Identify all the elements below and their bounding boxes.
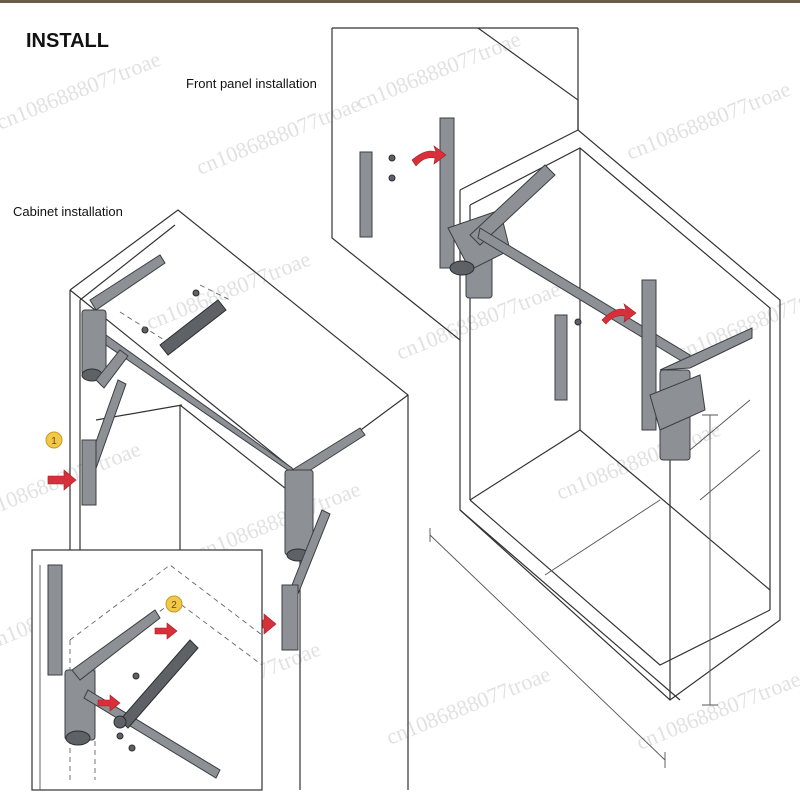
- watermark-text: cn1086888077troae: [553, 416, 724, 505]
- page-title: INSTALL: [26, 30, 109, 52]
- screw-icon: [574, 318, 582, 326]
- panel-outline: [331, 27, 579, 341]
- gas-strut: [469, 164, 556, 246]
- step-badge-label: 1: [51, 436, 57, 447]
- screw-icon: [388, 154, 396, 162]
- screw-icon: [128, 744, 136, 752]
- detail-inset: 2: [31, 549, 263, 791]
- cabinet-label: Cabinet installation: [13, 204, 123, 219]
- hinge-bracket: [71, 609, 161, 681]
- hinge-plate: [439, 117, 455, 269]
- watermark-text: cn1086888077troae: [633, 666, 800, 755]
- strut-end: [113, 715, 127, 729]
- mounting-bracket: [554, 314, 568, 401]
- mounting-bracket: [359, 151, 373, 238]
- screw-icon: [388, 174, 396, 182]
- direction-arrow-icon: [411, 145, 447, 167]
- watermark-text: cn1086888077troae: [0, 46, 164, 135]
- watermark-text: cn1086888077troae: [193, 91, 364, 180]
- front-panel-label: Front panel installation: [186, 76, 317, 91]
- watermark-text: cn1086888077troae: [143, 246, 314, 335]
- mounting-plate: [281, 584, 299, 651]
- cabinet-drawing: 1: [45, 209, 409, 790]
- watermark-text: cn1086888077troae: [673, 276, 800, 365]
- mounting-plate: [81, 439, 97, 506]
- hinge-bracket: [89, 254, 166, 311]
- watermark-text: cn1086888077troae: [623, 76, 794, 165]
- direction-arrow-icon: [97, 694, 121, 712]
- direction-arrow-icon: [154, 622, 178, 640]
- lift-arm: [95, 349, 129, 389]
- screw-icon: [132, 672, 140, 680]
- dimension-line: [429, 534, 666, 761]
- top-border: [0, 0, 800, 3]
- gas-strut: [159, 299, 227, 356]
- step-badge: [165, 595, 183, 613]
- hinge-plate: [641, 279, 657, 431]
- hinge-bracket: [659, 327, 753, 371]
- direction-arrow-icon: [47, 469, 77, 491]
- mounting-plate: [47, 564, 63, 676]
- screw-icon: [116, 732, 124, 740]
- step-badge-label: 2: [171, 600, 177, 611]
- step-badge: [45, 431, 63, 449]
- watermark-text: cn1086888077troae: [353, 26, 524, 115]
- hinge-body: [81, 309, 107, 376]
- screw-icon: [192, 289, 200, 297]
- direction-arrow-icon: [601, 303, 637, 325]
- support-bar: [83, 689, 221, 779]
- front-panel-drawing: [331, 27, 781, 768]
